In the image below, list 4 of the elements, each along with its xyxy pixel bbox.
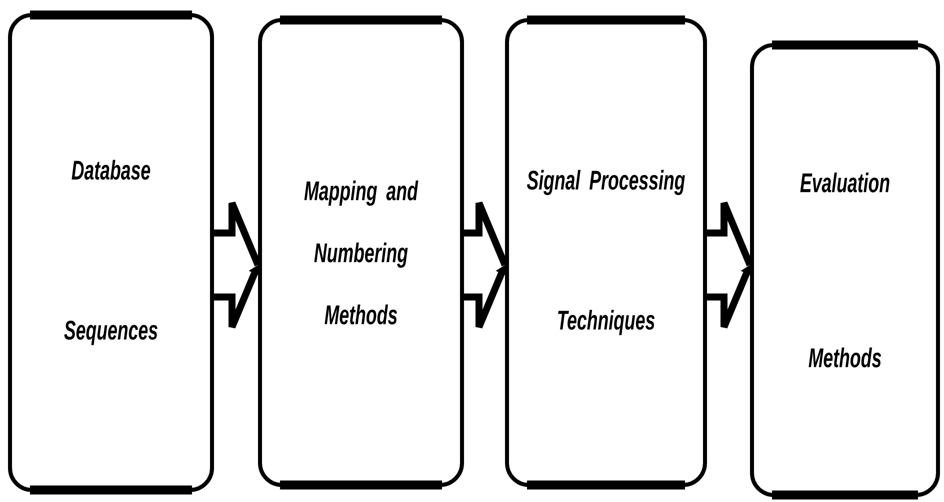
process-box: Mapping and Numbering Methods [258,15,464,490]
process-box: Database Sequences [8,10,214,494]
process-box: Signal Processing Techniques [505,15,707,490]
process-box: Evaluation Methods [750,40,940,500]
